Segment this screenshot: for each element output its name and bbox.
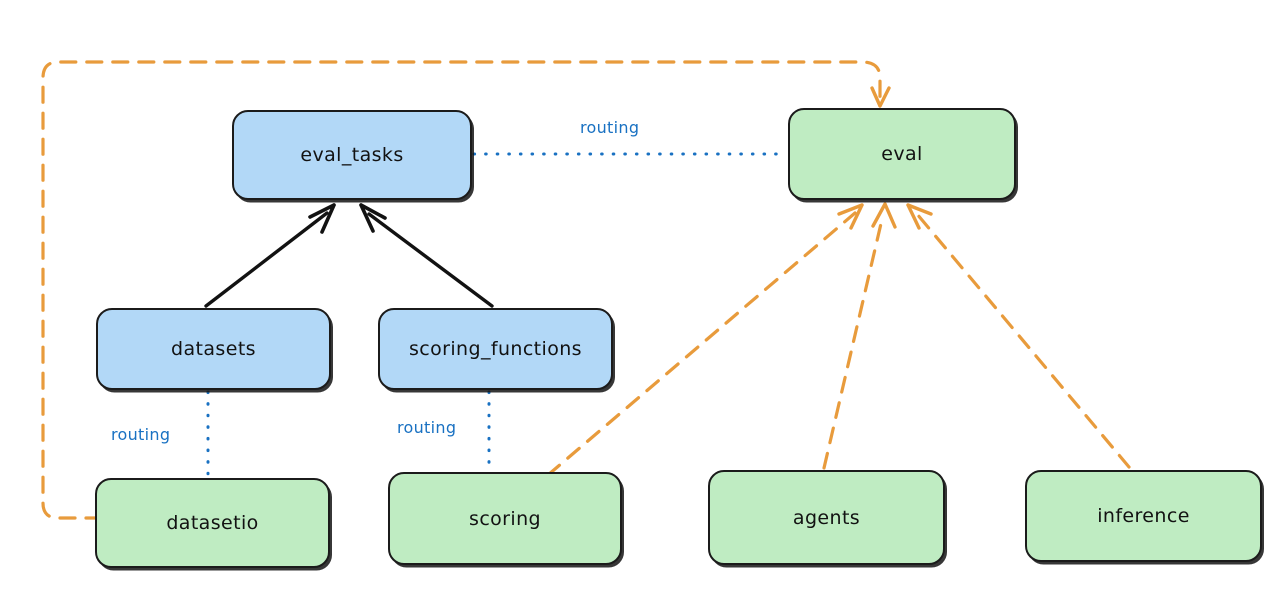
node-label: datasetio [166, 512, 259, 534]
node-eval[interactable]: eval [788, 108, 1016, 200]
edge-agents-to-eval [822, 202, 897, 470]
edge-datasets-to-eval_tasks [204, 203, 336, 308]
node-scoring-functions[interactable]: scoring_functions [378, 308, 613, 390]
edge-inference-to-eval [906, 203, 1131, 469]
node-agents[interactable]: agents [708, 470, 945, 565]
edge-label-routing-scoring-functions: routing [397, 418, 457, 437]
node-datasets[interactable]: datasets [96, 308, 331, 390]
node-label: eval_tasks [300, 144, 404, 166]
node-label: datasets [171, 338, 256, 360]
node-label: agents [792, 506, 861, 529]
edge-scoring-to-eval [546, 203, 864, 477]
node-label: inference [1097, 505, 1190, 527]
node-inference[interactable]: inference [1025, 470, 1262, 562]
node-label: scoring [469, 507, 541, 530]
node-label: eval [881, 143, 923, 165]
node-datasetio[interactable]: datasetio [95, 478, 330, 568]
node-scoring[interactable]: scoring [388, 472, 622, 565]
edge-label-routing-datasets: routing [111, 425, 171, 444]
node-eval-tasks[interactable]: eval_tasks [232, 110, 472, 200]
node-label: scoring_functions [409, 338, 582, 360]
edge-label-routing-eval-tasks: routing [580, 118, 640, 137]
edge-scoring_functions-to-eval_tasks [359, 203, 494, 308]
edge-datasetio-to-eval [41, 60, 891, 520]
